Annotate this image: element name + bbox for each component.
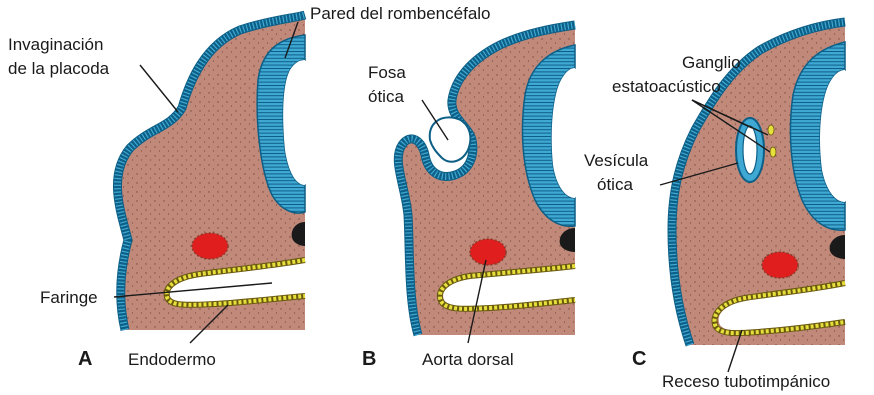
- panel-c-dorsal-aorta: [762, 252, 798, 278]
- leader-invaginacion: [140, 65, 178, 112]
- label-vesicula-line1: Vesícula: [584, 151, 649, 170]
- label-ganglio-line2: estatoacústico: [612, 77, 721, 96]
- panel-c-otic-vesicle-lumen: [743, 126, 757, 174]
- label-invaginacion-line1: Invaginación: [8, 35, 103, 54]
- label-vesicula-line2: ótica: [597, 175, 633, 194]
- panel-letter-b: B: [362, 348, 376, 370]
- label-receso: Receso tubotimpánico: [662, 372, 830, 391]
- panel-letter-a: A: [78, 348, 92, 370]
- label-faringe: Faringe: [40, 288, 98, 307]
- panel-a: [117, 15, 305, 330]
- label-ganglio-line1: Ganglio: [682, 53, 741, 72]
- label-invaginacion-line2: de la placoda: [8, 59, 110, 78]
- panel-a-dorsal-aorta: [192, 233, 228, 259]
- label-pared: Pared del rombencéfalo: [310, 4, 491, 23]
- panel-letter-c: C: [632, 348, 646, 370]
- label-fosa-line1: Fosa: [368, 63, 406, 82]
- panel-b-otic-pit: [430, 117, 471, 161]
- label-endodermo: Endodermo: [128, 350, 216, 369]
- panel-b: [398, 25, 575, 335]
- label-fosa-line2: ótica: [368, 87, 404, 106]
- panel-c-ganglion-cell-2: [770, 147, 776, 157]
- panel-c-ganglion-cell-1: [768, 125, 774, 135]
- panel-b-dorsal-aorta: [470, 239, 506, 265]
- label-aorta: Aorta dorsal: [422, 350, 514, 369]
